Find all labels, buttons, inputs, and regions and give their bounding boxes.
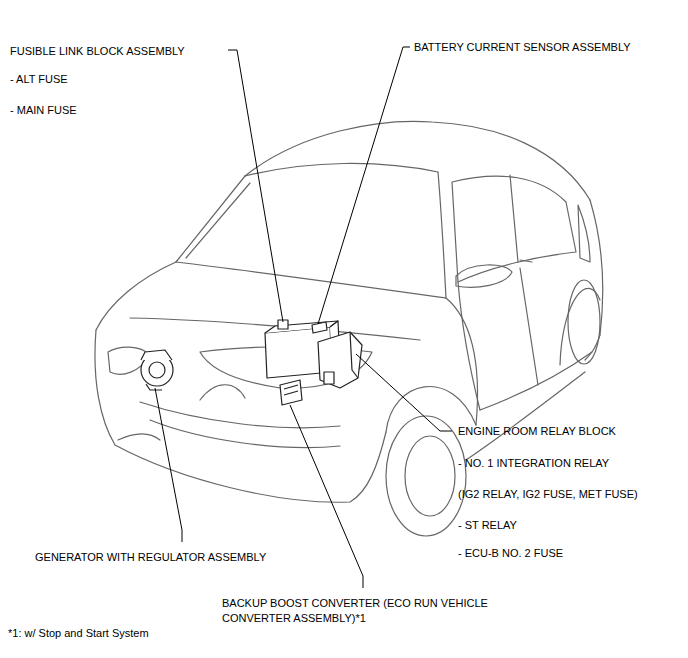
part-name: - ST RELAY [458,518,517,533]
part-name: (IG2 RELAY, IG2 FUSE, MET FUSE) [458,487,638,502]
part-name: - MAIN FUSE [10,103,77,118]
part-name: GENERATOR WITH REGULATOR ASSEMBLY [35,550,266,565]
part-name: BACKUP BOOST CONVERTER (ECO RUN VEHICLE … [222,596,534,626]
part-name: - NO. 1 INTEGRATION RELAY [458,456,609,471]
part-name: FUSIBLE LINK BLOCK ASSEMBLY [10,44,185,59]
part-name: - ALT FUSE [10,72,68,87]
part-name: BATTERY CURRENT SENSOR ASSEMBLY [414,40,631,55]
part-name: - ECU-B NO. 2 FUSE [458,546,563,561]
part-name: ENGINE ROOM RELAY BLOCK [458,424,616,439]
footnote: *1: w/ Stop and Start System [8,626,149,641]
